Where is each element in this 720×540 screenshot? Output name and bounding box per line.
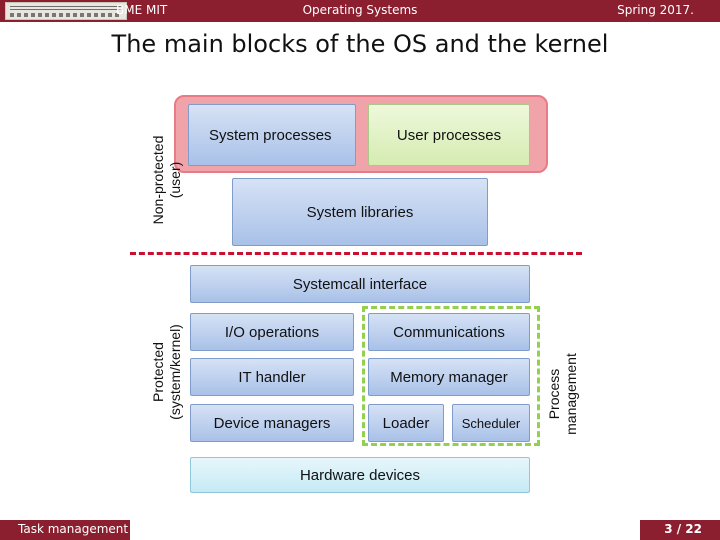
io-operations-label: I/O operations — [224, 323, 320, 341]
system-libraries-label: System libraries — [306, 203, 414, 221]
loader-box: Loader — [368, 404, 444, 442]
systemcall-interface-box: Systemcall interface — [190, 265, 530, 303]
hardware-devices-box: Hardware devices — [190, 457, 530, 493]
device-managers-label: Device managers — [213, 414, 331, 432]
footer-left: Task management — [0, 520, 130, 540]
header-left: BME MIT — [116, 3, 168, 17]
user-processes-box: User processes — [368, 104, 530, 166]
header-center: Operating Systems — [302, 3, 418, 17]
memory-manager-label: Memory manager — [390, 368, 508, 386]
footer-right: 3 / 22 — [640, 520, 720, 540]
scheduler-label: Scheduler — [461, 415, 521, 431]
memory-manager-box: Memory manager — [368, 358, 530, 396]
footer-section-title: Task management — [18, 522, 129, 536]
system-processes-box: System processes — [188, 104, 356, 166]
header-right: Spring 2017. — [617, 3, 694, 17]
device-managers-box: Device managers — [190, 404, 354, 442]
communications-box: Communications — [368, 313, 530, 351]
system-processes-label: System processes — [209, 127, 332, 144]
systemcall-interface-label: Systemcall interface — [292, 275, 428, 293]
header-bar: BME MIT Operating Systems Spring 2017. — [0, 0, 720, 22]
process-management-label: Process management — [546, 329, 582, 459]
process-management-group — [362, 306, 540, 446]
loader-label: Loader — [382, 414, 430, 432]
university-logo — [5, 2, 127, 20]
protected-label: Protected (system/kernel) — [150, 297, 186, 447]
it-handler-label: IT handler — [238, 368, 306, 386]
communications-label: Communications — [393, 323, 505, 341]
user-processes-label: User processes — [396, 127, 502, 144]
system-libraries-box: System libraries — [232, 178, 488, 246]
io-operations-box: I/O operations — [190, 313, 354, 351]
hardware-devices-label: Hardware devices — [299, 466, 421, 484]
nonprotected-text: Non-protected (user) — [150, 135, 183, 225]
process-management-text: Process management — [546, 353, 579, 435]
protected-text: Protected (system/kernel) — [150, 324, 183, 420]
scheduler-box: Scheduler — [452, 404, 530, 442]
page-number: 3 / 22 — [664, 522, 702, 536]
slide-title: The main blocks of the OS and the kernel — [111, 30, 609, 58]
it-handler-box: IT handler — [190, 358, 354, 396]
kernel-boundary-line — [130, 252, 582, 255]
nonprotected-label: Non-protected (user) — [150, 120, 186, 240]
